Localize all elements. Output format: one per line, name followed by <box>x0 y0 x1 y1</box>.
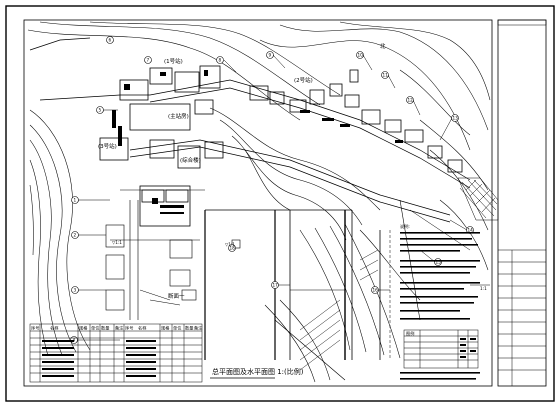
table-header-cell: 序号 <box>31 325 39 332</box>
label-ref-a: ▽1:1 <box>225 242 235 247</box>
table-header-cell: 规格 <box>161 325 170 332</box>
circle-number: 9 <box>269 53 272 58</box>
label-block-top-right: (2号站) <box>294 76 313 84</box>
circle-number: 7 <box>147 58 150 63</box>
outer-frame <box>5 5 555 402</box>
circle-number: 6 <box>109 38 112 43</box>
schedule-text-fill <box>42 340 156 377</box>
table-header-cell: 名称 <box>50 325 58 332</box>
schedule-header: 序号 名称 规格 单位 数量 备注 序号 名称 规格 单位 数量 备注 <box>31 325 203 332</box>
equipment-column <box>105 224 241 311</box>
circle-number: 1 <box>74 198 77 203</box>
circle-number: 17 <box>273 283 279 288</box>
label-block-mid: (3号站) <box>98 142 117 150</box>
circle-numbers: 1 2 3 4 5 6 7 8 9 10 11 12 13 14 15 16 1… <box>73 38 474 343</box>
circle-number: 12 <box>408 98 414 103</box>
title-block <box>497 19 547 387</box>
circle-number: 5 <box>99 108 102 113</box>
table-header-cell: 备注 <box>194 325 203 332</box>
circle-number: 13 <box>453 116 459 121</box>
table-header-cell: 规格 <box>79 325 88 332</box>
label-ref-b: ▽1:1 <box>112 240 122 245</box>
crosshatch-zone <box>457 177 499 221</box>
legend-marks <box>460 338 476 358</box>
table-header-cell: 数量 <box>185 325 193 332</box>
circle-number: 11 <box>383 73 389 78</box>
hatched-parts <box>112 70 403 214</box>
circle-number: 16 <box>373 288 379 293</box>
road-band <box>29 37 471 223</box>
building-blocks <box>99 65 463 227</box>
notes-title: 说明: <box>400 223 410 230</box>
table-header-cell: 序号 <box>125 325 133 332</box>
circle-number: 18 <box>230 246 236 251</box>
table-header-cell: 单位 <box>173 325 181 332</box>
inner-frame <box>23 19 493 387</box>
label-north: 北 <box>380 42 386 50</box>
legend-title: 图例 <box>406 330 414 337</box>
section-walls <box>110 189 471 381</box>
section-hatch <box>299 249 379 371</box>
callout-circles <box>70 36 474 344</box>
label-block-side: (综合楼) <box>180 156 201 164</box>
schedule-table <box>29 323 203 383</box>
label-block-main: (主站房) <box>168 112 189 120</box>
title-block-rows <box>498 249 546 386</box>
table-header-cell: 数量 <box>101 325 109 332</box>
circle-number: 2 <box>74 233 77 238</box>
legend-table <box>403 329 479 369</box>
circle-number: 8 <box>219 58 222 63</box>
circle-number: 4 <box>73 338 76 343</box>
circle-number: 14 <box>468 228 474 233</box>
table-header-cell: 单位 <box>91 325 99 332</box>
circle-number: 10 <box>358 53 364 58</box>
label-table-mark: 1:1 <box>480 286 487 291</box>
table-header-cell: 备注 <box>115 325 124 332</box>
circle-number: 3 <box>74 288 77 293</box>
contour-lines <box>27 21 491 383</box>
drawing-caption: 总平面图及水平面图 1:(比例) <box>212 367 304 376</box>
circle-number: 15 <box>436 260 442 265</box>
label-block-top: (1号站) <box>164 57 183 65</box>
table-header-cell: 名称 <box>138 325 146 332</box>
label-detail: 断面一 <box>168 292 185 300</box>
notes-block <box>400 232 480 380</box>
